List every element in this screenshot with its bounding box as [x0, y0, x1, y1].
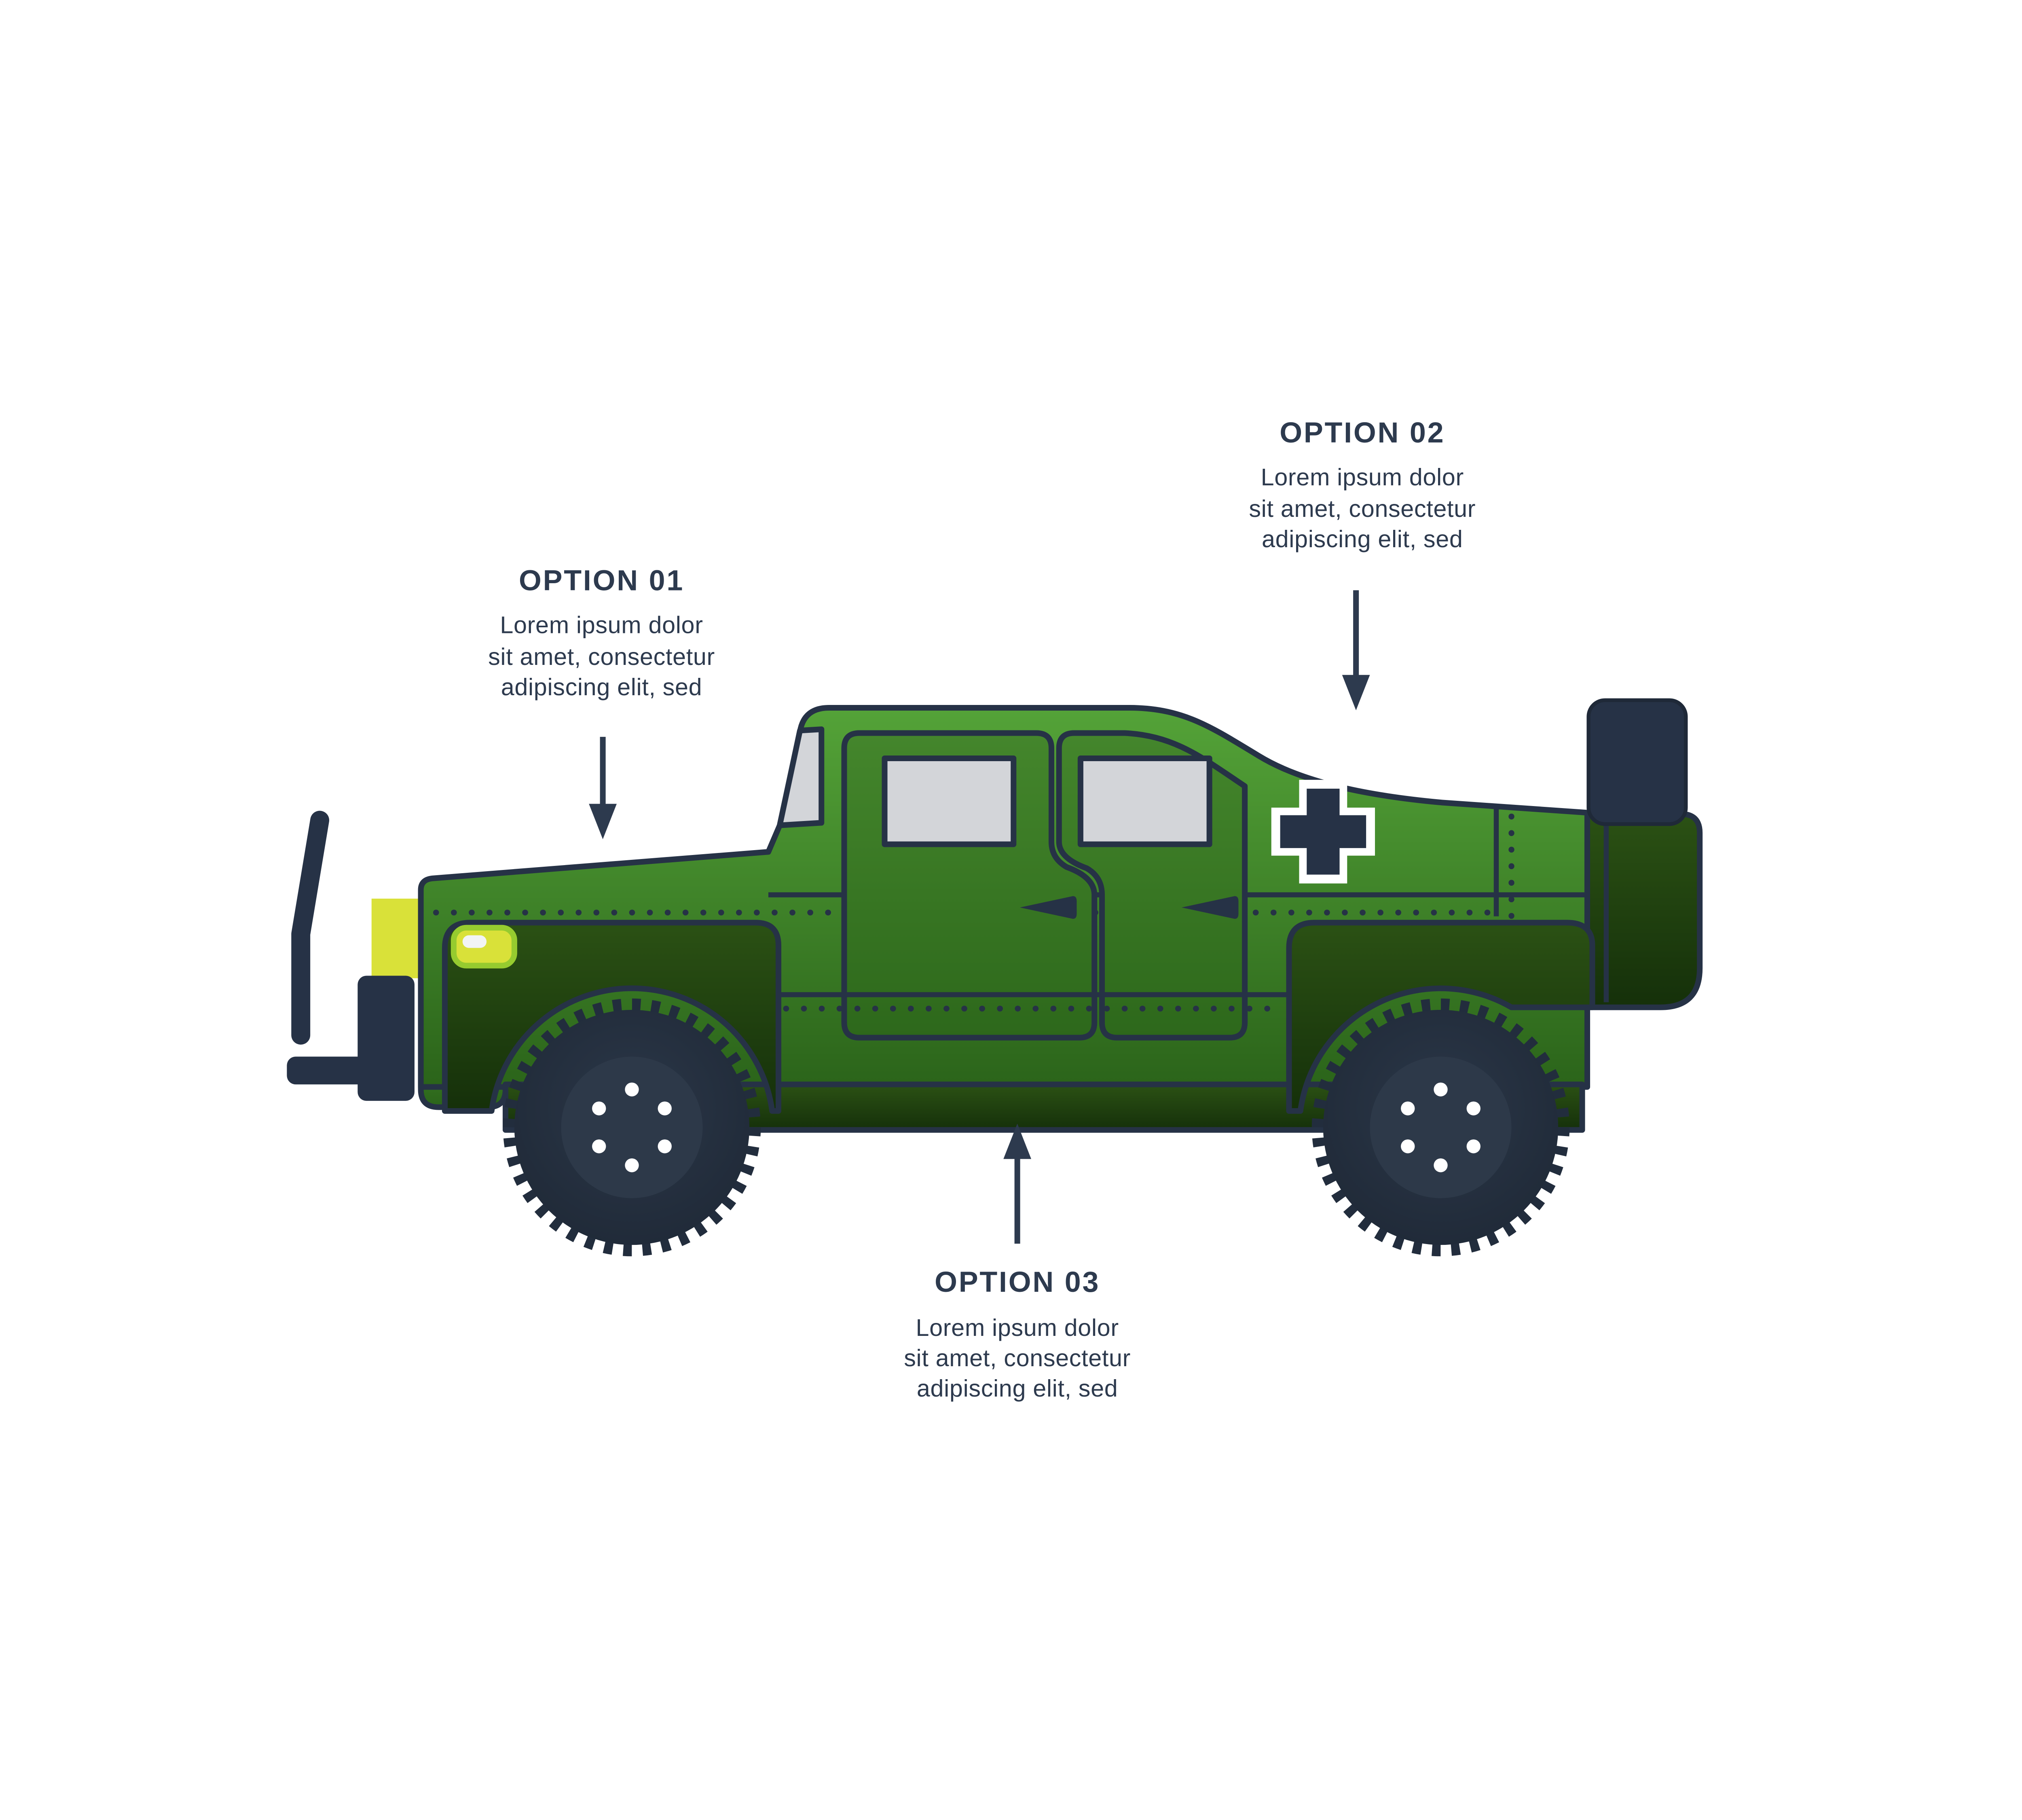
option-03-description-line: Lorem ipsum dolor — [916, 1314, 1119, 1341]
rear-fender — [1286, 920, 1595, 1114]
headlight-highlight — [462, 935, 487, 948]
front-marker-light — [371, 898, 422, 978]
option-03-up-arrow-icon — [1003, 1124, 1031, 1244]
option-03-description-line: sit amet, consectetur — [904, 1344, 1131, 1371]
callout-arrows — [589, 590, 1370, 1244]
military-truck-icon — [287, 698, 1703, 1250]
rear-door-handle-icon — [1181, 896, 1239, 919]
option-02-description-line: sit amet, consectetur — [1249, 495, 1476, 522]
option-01-description-line: sit amet, consectetur — [488, 643, 715, 670]
brush-guard-bar — [291, 811, 330, 1045]
front-door-window — [882, 755, 1017, 847]
option-01-title: OPTION 01 — [519, 564, 684, 597]
option-02-description-line: adipiscing elit, sed — [1262, 525, 1463, 552]
front-door-handle-icon — [1019, 896, 1077, 919]
option-01-block: OPTION 01 Lorem ipsum dolor sit amet, co… — [488, 564, 715, 700]
rear-stowage-box — [1586, 698, 1688, 826]
rear-bumper-block — [1584, 811, 1703, 1010]
option-02-down-arrow-icon — [1342, 590, 1370, 711]
option-03-title: OPTION 03 — [935, 1266, 1100, 1298]
option-01-description-line: adipiscing elit, sed — [501, 673, 702, 700]
option-03-block: OPTION 03 Lorem ipsum dolor sit amet, co… — [904, 1266, 1131, 1402]
front-fender — [442, 920, 782, 1114]
medical-cross-icon — [1271, 780, 1375, 884]
option-02-block: OPTION 02 Lorem ipsum dolor sit amet, co… — [1249, 417, 1476, 552]
rear-door-window — [1077, 755, 1212, 847]
front-bumper — [357, 976, 415, 1101]
option-03-description-line: adipiscing elit, sed — [917, 1375, 1118, 1402]
option-02-title: OPTION 02 — [1280, 417, 1445, 449]
windshield — [777, 726, 825, 828]
option-02-description-line: Lorem ipsum dolor — [1261, 463, 1464, 491]
brush-guard-foot — [287, 1056, 369, 1085]
option-01-down-arrow-icon — [589, 736, 617, 839]
option-01-description-line: Lorem ipsum dolor — [500, 612, 703, 639]
